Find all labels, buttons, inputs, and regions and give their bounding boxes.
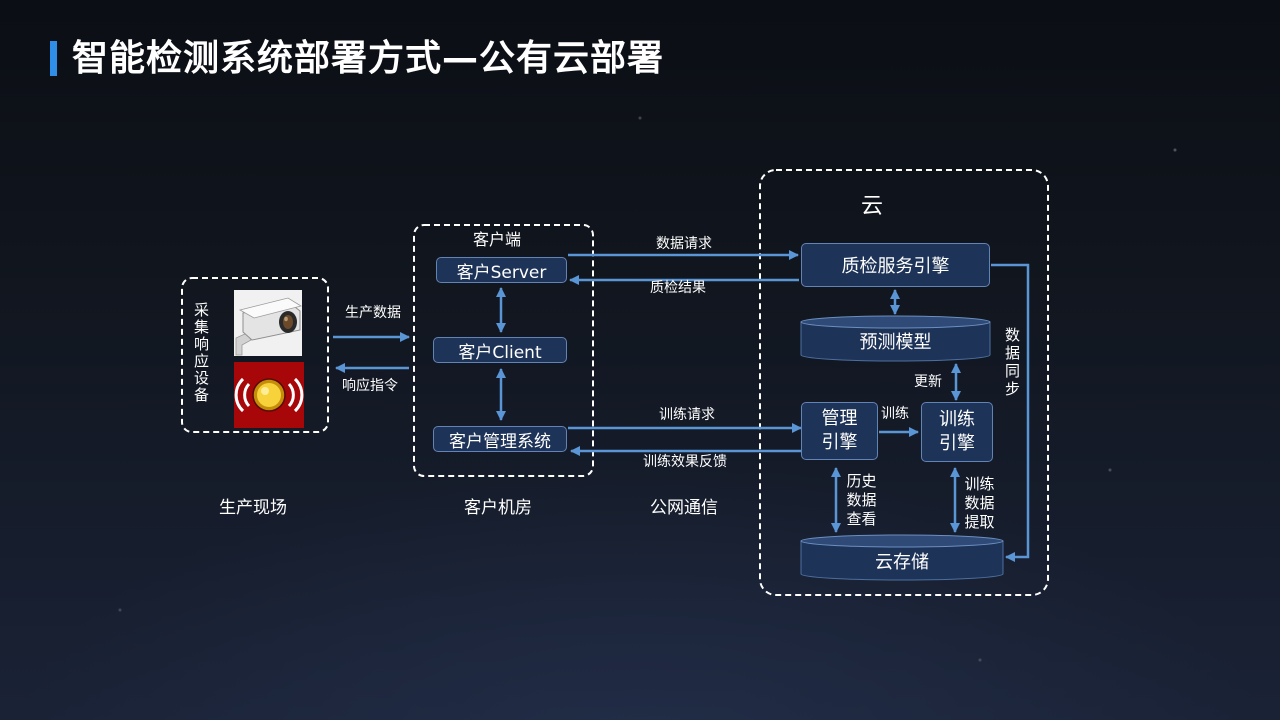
prediction-model-label: 预测模型 <box>859 332 932 353</box>
training-engine-label: 训练引擎 <box>939 409 975 454</box>
cloud-storage-label: 云存储 <box>875 552 929 573</box>
training-request-label: 训练请求 <box>659 407 715 423</box>
update-label: 更新 <box>914 374 942 390</box>
device-group-label: 采集响应设备 <box>192 302 210 404</box>
inspection-engine-node: 质检服务引擎 <box>801 243 990 287</box>
surveillance-camera-icon <box>234 290 303 356</box>
history-data-label: 历史数据查看 <box>846 472 877 528</box>
production-data-label: 生产数据 <box>345 305 401 321</box>
cloud-storage-cylinder <box>800 534 1004 581</box>
response-command-label: 响应指令 <box>342 378 398 394</box>
public-network-caption: 公网通信 <box>650 498 718 518</box>
client-room-group <box>413 224 594 477</box>
training-data-extract-label: 训练数据提取 <box>964 475 995 531</box>
client-server-node: 客户Server <box>436 257 567 283</box>
training-engine-node: 训练引擎 <box>921 402 993 462</box>
site-devices-group <box>181 277 329 433</box>
data-sync-arrow <box>991 263 1030 562</box>
slide-title: 智能检测系统部署方式—公有云部署 <box>72 38 665 79</box>
data-request-label: 数据请求 <box>656 236 712 252</box>
client-group-label: 客户端 <box>472 230 521 249</box>
training-feedback-label: 训练效果反馈 <box>643 454 727 470</box>
alarm-light-icon <box>234 362 304 428</box>
client-app-node: 客户Client <box>433 337 567 363</box>
management-engine-node: 管理引擎 <box>801 402 878 460</box>
title-accent-bar <box>50 41 57 76</box>
train-label: 训练 <box>881 406 909 422</box>
prediction-model-cylinder <box>800 315 991 362</box>
production-site-caption: 生产现场 <box>219 498 287 518</box>
client-management-node: 客户管理系统 <box>433 426 567 452</box>
inspection-result-label: 质检结果 <box>650 280 706 296</box>
data-sync-label: 数据同步 <box>1003 327 1021 399</box>
management-engine-label: 管理引擎 <box>821 408 858 453</box>
client-room-caption: 客户机房 <box>464 498 532 518</box>
cloud-label: 云 <box>861 194 884 219</box>
